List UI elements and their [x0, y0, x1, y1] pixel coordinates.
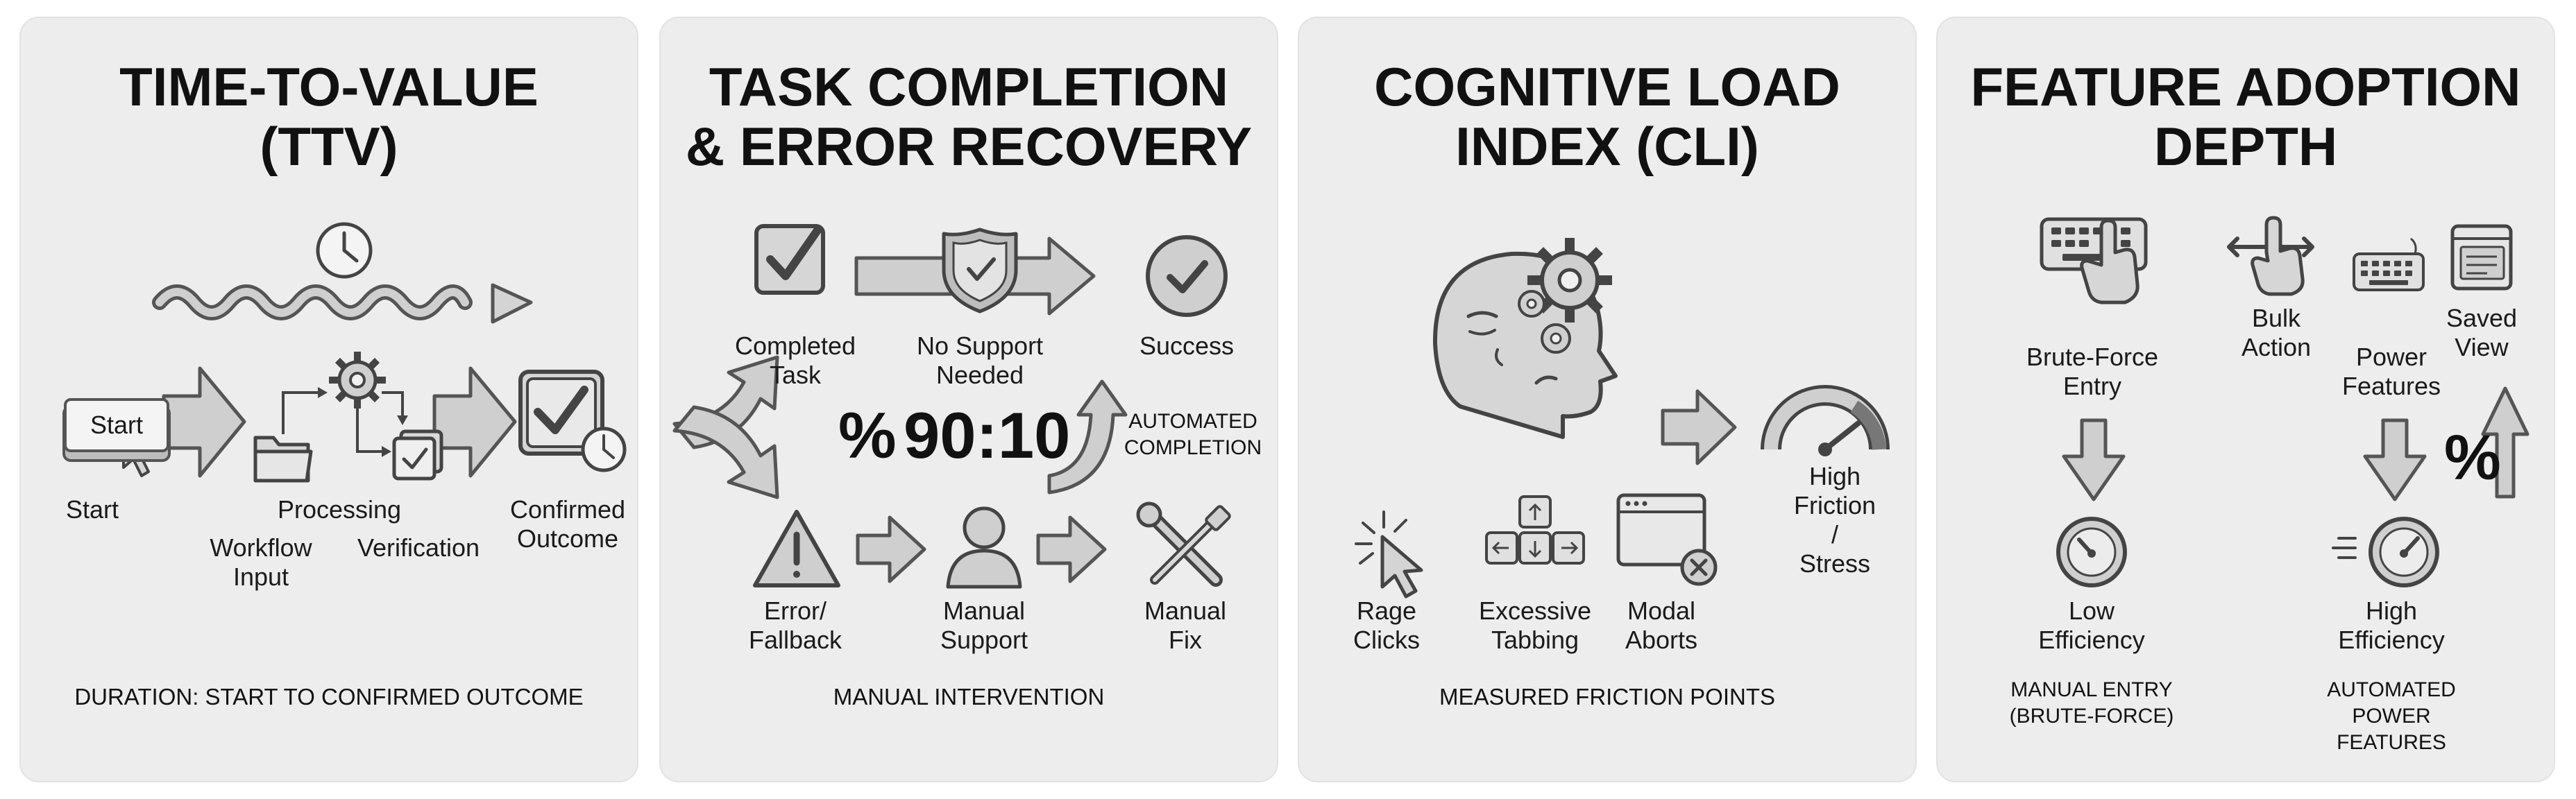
modal-window-icon: [1616, 493, 1706, 567]
start-button[interactable]: Start: [64, 398, 169, 452]
excessive-tabbing-label: Excessive Tabbing: [1478, 596, 1592, 654]
bulk-action-label: Bulk Action: [2241, 304, 2312, 361]
rage-clicks-label: Rage Clicks: [1353, 596, 1420, 654]
panel-caption: MEASURED FRICTION POINTS: [1439, 684, 1776, 710]
flow-arrow-right-icon: [856, 515, 926, 583]
start-label: Start: [65, 495, 119, 524]
confirmed-outcome-label: Confirmed Outcome: [509, 495, 626, 553]
gear-icon: [329, 352, 386, 409]
confirmed-check-icon: [518, 370, 604, 456]
completed-task-label: Completed Task: [734, 332, 856, 389]
wavy-time-arrow: [152, 283, 533, 324]
completed-task-check-icon: [754, 224, 825, 295]
gear-icon: [1527, 238, 1612, 323]
workflow-input-label: Workflow Input: [210, 533, 312, 591]
success-label: Success: [1139, 332, 1235, 360]
arrow-down-icon: [2363, 418, 2427, 501]
task-completion-illustration: [672, 224, 1231, 589]
rage-click-cursor-icon: [1355, 510, 1423, 599]
saved-view-icon: [2450, 224, 2513, 291]
manual-support-label: Manual Support: [940, 596, 1028, 654]
clock-icon: [581, 427, 627, 472]
automated-power-features-caption: AUTOMATED POWER FEATURES: [2327, 678, 2456, 754]
folder-icon: [253, 436, 313, 483]
warning-icon: [753, 510, 840, 587]
low-efficiency-gauge-icon: [2056, 517, 2127, 587]
percent-symbol: %: [2444, 422, 2501, 493]
panel-title: TIME-TO-VALUE (TTV): [119, 56, 539, 177]
processing-label: Processing: [277, 495, 402, 524]
verification-check-icon: [392, 429, 443, 481]
ratio-value: 90:10: [904, 399, 1071, 472]
panel-cognitive-load: COGNITIVE LOAD INDEX (CLI): [1298, 17, 1917, 782]
saved-view-label: Saved View: [2446, 304, 2518, 361]
brute-force-entry-label: Brute-Force Entry: [2026, 343, 2159, 400]
panel-title: COGNITIVE LOAD INDEX (CLI): [1374, 56, 1840, 177]
arrow-keys-glyphs: [1491, 503, 1579, 558]
flow-arrow-right-icon: [1036, 515, 1107, 583]
panel-title: FEATURE ADOPTION DEPTH: [1970, 56, 2521, 177]
curved-up-arrow-icon: [1047, 379, 1128, 495]
keyboard-typing-icon: [2040, 217, 2148, 304]
split-arrow-icon: [672, 355, 779, 499]
cognitive-load-illustration: [1355, 238, 1890, 599]
error-fallback-label: Error/ Fallback: [748, 596, 842, 654]
low-efficiency-label: Low Efficiency: [2038, 596, 2145, 654]
manual-fix-label: Manual Fix: [1144, 596, 1227, 654]
bulk-action-icon: [2227, 216, 2314, 296]
ttv-illustration: [122, 222, 627, 483]
shield-check-icon: [942, 227, 1018, 313]
power-features-label: Power Features: [2341, 343, 2441, 400]
clock-icon: [316, 222, 373, 279]
panel-caption: DURATION: START TO CONFIRMED OUTCOME: [74, 684, 584, 710]
gear-icon: [1518, 290, 1545, 318]
panel-caption: MANUAL INTERVENTION: [833, 684, 1105, 710]
no-support-needed-label: No Support Needed: [916, 332, 1044, 389]
flow-arrow-right-icon: [1661, 389, 1737, 465]
high-efficiency-gauge-icon: [2332, 517, 2439, 587]
keyboard-icon: [2353, 237, 2425, 291]
percent-symbol: %: [838, 399, 897, 472]
panel-title: TASK COMPLETION & ERROR RECOVERY: [685, 56, 1253, 177]
flow-arrow-right-icon: [432, 366, 517, 478]
tools-icon: [1136, 501, 1231, 587]
success-check-icon: [1146, 235, 1228, 317]
close-icon: [1680, 549, 1718, 586]
high-friction-label: High Friction / Stress: [1793, 462, 1876, 578]
verification-label: Verification: [357, 533, 480, 562]
stress-gauge-icon: [1761, 385, 1890, 456]
arrow-down-icon: [2062, 418, 2126, 501]
manual-entry-caption: MANUAL ENTRY (BRUTE-FORCE): [2009, 678, 2174, 728]
gear-icon: [1541, 323, 1571, 354]
feature-adoption-illustration: [2040, 216, 2530, 587]
automated-completion-label: AUTOMATED COMPLETION: [1124, 410, 1262, 459]
panel-feature-adoption: FEATURE ADOPTION DEPTH: [1936, 17, 2555, 782]
arrow-up-icon: [2481, 386, 2530, 499]
high-efficiency-label: High Efficiency: [2338, 596, 2445, 654]
panel-time-to-value: TIME-TO-VALUE (TTV): [19, 17, 638, 782]
flow-arrow-right-icon: [162, 366, 246, 478]
panel-task-completion: TASK COMPLETION & ERROR RECOVERY: [659, 17, 1278, 782]
modal-aborts-label: Modal Aborts: [1625, 596, 1698, 654]
person-icon: [946, 506, 1022, 589]
